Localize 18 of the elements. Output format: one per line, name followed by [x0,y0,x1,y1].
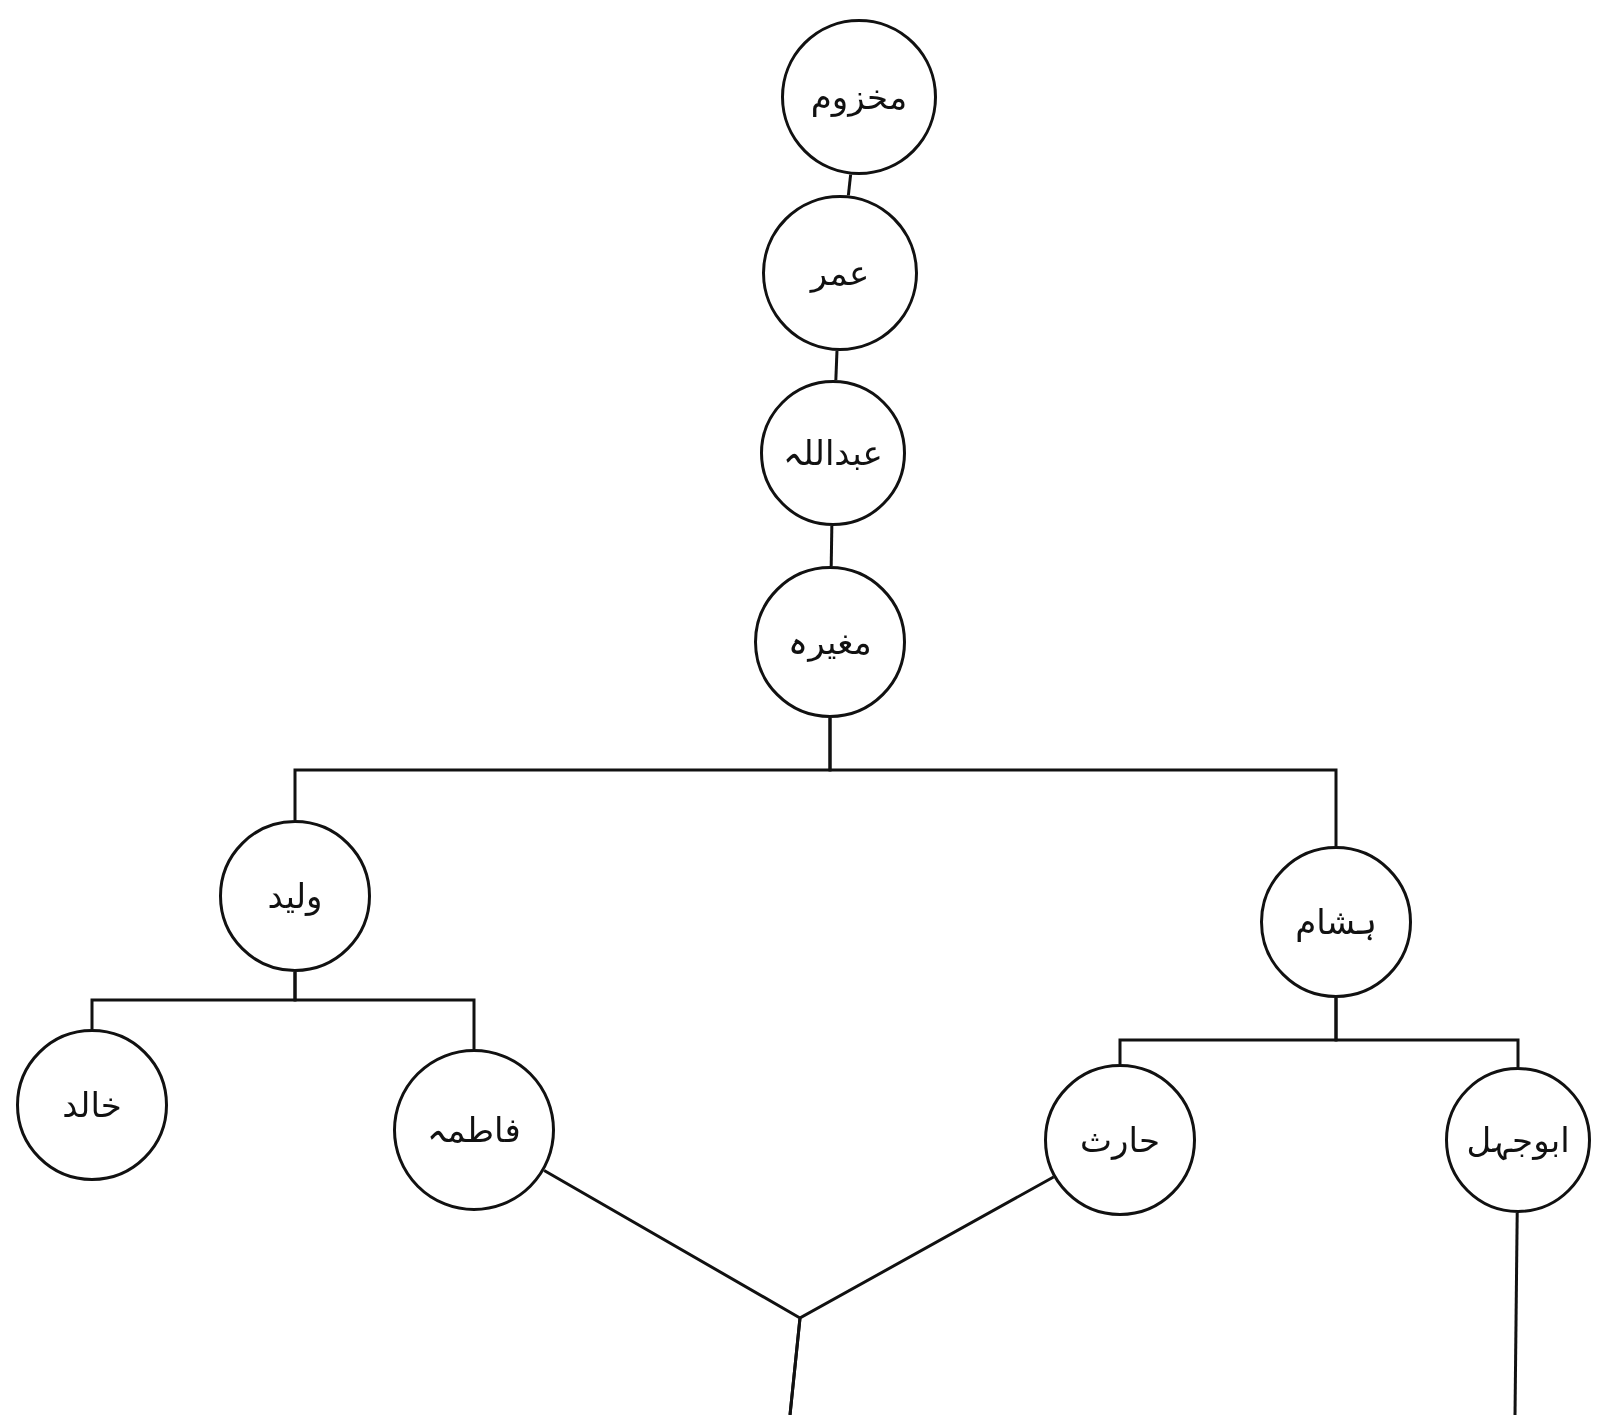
name-circle: عمر [762,195,918,351]
tree-line [829,525,834,567]
name-circle: خالد [16,1029,168,1181]
tree-line [1334,998,1520,1067]
name-circle: ابوجہل [1445,1067,1591,1213]
name-circle: مغیرہ [754,566,906,718]
name-circle: ہشام [1260,846,1412,998]
name-circle: ولید [219,820,371,972]
tree-line [828,718,1338,846]
tree-line [834,350,839,381]
tree-line [846,174,853,196]
name-circle: حارث [1044,1064,1196,1216]
tree-line [788,1175,1055,1415]
tree-line [293,972,476,1049]
name-circle: فاطمہ [393,1049,555,1211]
name-circle: مخزوم [781,19,937,175]
name-circle: عبداللہ [760,380,906,526]
tree-line [1513,1213,1519,1415]
